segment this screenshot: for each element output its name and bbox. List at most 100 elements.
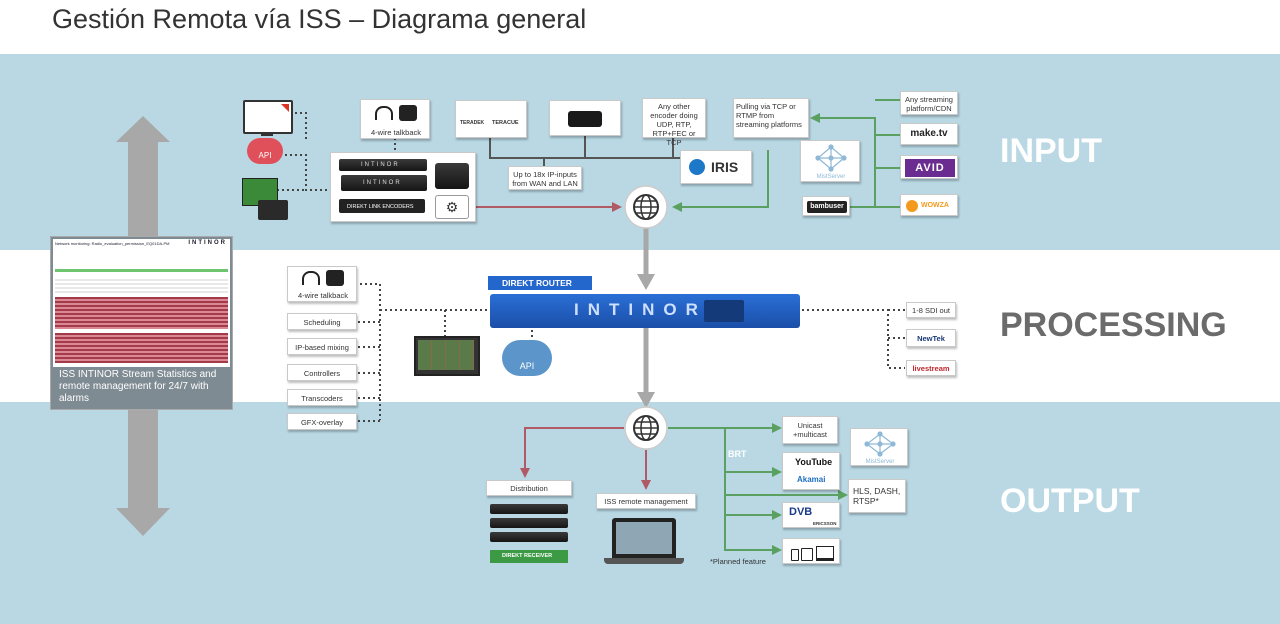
devices-card [782,538,840,564]
function-scheduling-label: Scheduling [303,318,341,327]
bambuser-logo: bambuser [807,201,847,213]
laptop-icon [612,518,676,558]
processing-headset-icon [302,271,320,285]
input-talkback-label: 4-wire talkback [370,128,422,137]
wowza-card: WOWZA [900,194,958,216]
receiver-label: DIREKT RECEIVER [502,553,553,559]
livestream-card: livestream [906,360,956,376]
pulling-label: Pulling via TCP or RTMP from streaming p… [736,102,802,129]
function-transcoders: Transcoders [287,389,357,406]
encoder-unit-1: INTINOR [339,159,427,171]
function-scheduling: Scheduling [287,313,357,330]
maketv-logo: make.tv [910,128,948,139]
teracue-logo: TERACUE [492,120,519,126]
sdi-out-card: 1-8 SDI out [906,302,956,318]
wowza-logo: WOWZA [921,202,949,209]
gear-icon: ⚙ [435,195,469,219]
processing-talkback-card: 4-wire talkback [287,266,357,302]
input-talkback-card: 4-wire talkback [360,99,430,139]
ip-inputs-card: Up to 18x IP-inputs from WAN and LAN [508,166,582,190]
function-gfx-overlay-label: GFX-overlay [300,418,344,427]
function-ip-mixing: IP-based mixing [287,338,357,355]
camera-card [549,100,621,136]
direkt-router-label-bar: DIREKT ROUTER [488,276,592,290]
output-globe-icon [624,406,668,450]
newtek-logo: NewTek [917,334,945,343]
function-gfx-overlay: GFX-overlay [287,413,357,430]
page-title: Gestión Remota vía ISS – Diagrama genera… [52,4,587,34]
livestream-logo: livestream [912,364,950,373]
sdi-out-label: 1-8 SDI out [912,306,950,315]
camera-icon [568,111,602,127]
remote-management-card: ISS remote management [596,493,696,509]
avid-card: AVID [900,155,958,179]
bambuser-card: bambuser [802,196,850,216]
unicast-card: Unicast +multicast [782,416,838,444]
other-encoder-card: Any other encoder doing UDP, RTP, RTP+FE… [642,98,706,147]
input-mistserver-label: MistServer [816,174,846,180]
function-transcoders-label: Transcoders [301,394,343,403]
encoder-unit-3 [435,163,469,189]
iris-logo-icon [689,159,705,175]
iris-card: IRIS [680,150,752,184]
laptop-base-icon [604,558,684,564]
encoders-label-bar: DIREKT LINK ENCODERS [339,199,425,213]
dvb-ericsson-card: DVB ERICSSON [782,502,840,528]
hls-dash-card: HLS, DASH, RTSP* [848,479,906,513]
direkt-router-label: DIREKT ROUTER [502,278,572,288]
tablet-icon [801,548,813,561]
receiver-unit-2 [490,518,568,528]
receiver-unit-1 [490,504,568,514]
encoders-label: DIREKT LINK ENCODERS [347,204,414,210]
api-label: API [258,151,272,160]
receiver-unit-3 [490,532,568,542]
processing-api-label: API [519,361,535,371]
headset-icon [375,106,393,120]
panel-logo: INTINOR [188,240,227,246]
processing-band-label: PROCESSING [1000,306,1227,344]
any-streaming-label: Any streaming platform/CDN [905,95,953,113]
processing-intercom-icon [326,270,344,286]
intercom-icon [399,105,417,121]
remote-management-label: ISS remote management [604,497,688,506]
input-globe-icon [624,185,668,229]
hls-dash-label: HLS, DASH, RTSP* [853,486,901,506]
encoder-brand-2: INTINOR [363,180,402,186]
ericsson-logo: ERICSSON [813,521,837,526]
input-band-label: INPUT [1000,132,1102,170]
controller-icon [258,200,288,220]
distribution-card: Distribution [486,480,572,496]
planned-feature-note: *Planned feature [710,557,766,566]
wowza-icon [906,200,918,212]
any-streaming-card: Any streaming platform/CDN [900,91,958,115]
ip-inputs-label: Up to 18x IP-inputs from WAN and LAN [512,170,578,188]
teradek-teracue-card: TERADEK TERACUE [455,100,527,138]
avid-logo: AVID [905,159,955,177]
router-brand: INTINOR [574,300,707,319]
function-controllers: Controllers [287,364,357,381]
laptop-small-icon [816,546,834,561]
output-mistserver-label: MistServer [865,459,895,465]
api-cloud-icon: API [247,138,283,164]
direkt-router-device: INTINOR [490,294,800,328]
direkt-link-encoders: INTINOR INTINOR DIREKT LINK ENCODERS ⚙ [330,152,476,222]
panel-header: Network monitoring: Radio_evaluation_per… [55,241,170,246]
brt-label: BRT [728,449,747,459]
pulling-card: Pulling via TCP or RTMP from streaming p… [733,98,809,138]
teradek-logo: TERADEK [460,120,485,126]
unicast-label: Unicast +multicast [793,421,827,439]
mistserver-icon [815,144,847,172]
akamai-logo: Akamai [797,475,826,484]
newtek-card: NewTek [906,329,956,347]
processing-talkback-label: 4-wire talkback [297,291,349,300]
youtube-logo: YouTube [795,457,833,467]
multiviewer-screen-icon [414,336,480,376]
panel-caption: ISS INTINOR Stream Statistics and remote… [59,369,217,404]
youtube-akamai-card: YouTube Akamai [782,452,840,490]
iris-label: IRIS [711,159,739,175]
phone-icon [791,549,799,561]
other-encoder-label: Any other encoder doing UDP, RTP, RTP+FE… [650,102,698,147]
output-mistserver-card: MistServer [850,428,908,466]
encoder-brand-1: INTINOR [361,162,400,168]
